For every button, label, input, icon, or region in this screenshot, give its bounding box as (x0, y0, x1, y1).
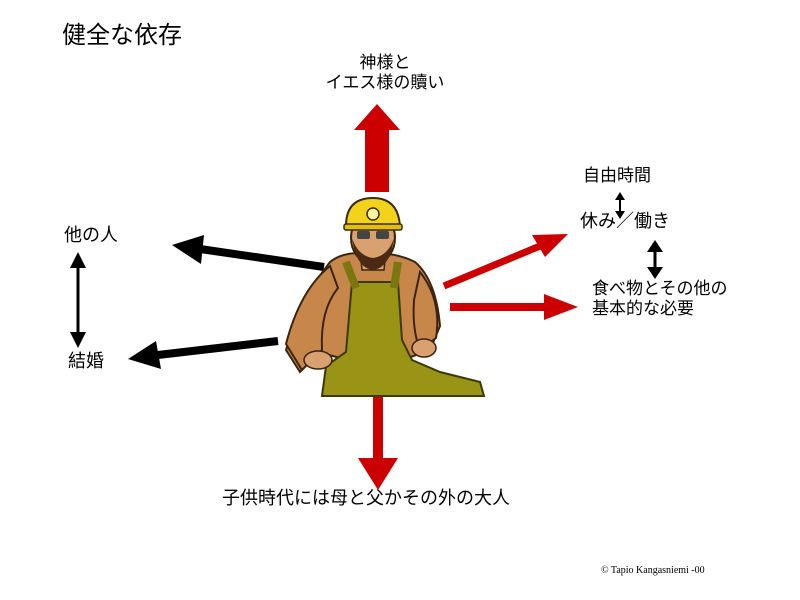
left-bottom-label: 結婚 (68, 351, 104, 372)
right-small-double-arrow-top (615, 192, 625, 200)
worker-left-arm (284, 264, 340, 372)
right-double-arrow-top (647, 240, 663, 252)
right-double-arrow-bottom (647, 267, 663, 279)
arrow-right-upper-shaft (442, 242, 542, 290)
top-label-line1: 神様と (359, 53, 411, 73)
worker-glasses-right (376, 231, 389, 239)
worker-right-arm (412, 269, 439, 352)
worker-strap-left (342, 260, 360, 290)
worker-overalls (320, 281, 486, 397)
top-label: 神様と イエス様の贖い (300, 53, 470, 93)
bottom-label: 子供時代には母と父かその外の大人 (222, 488, 510, 509)
arrow-left-lower-head (128, 341, 161, 369)
page-title: 健全な依存 (62, 21, 182, 49)
worker-left-hand (303, 350, 333, 370)
top-label-line2: イエス様の贖い (325, 72, 445, 93)
arrow-right-lower-head (544, 294, 578, 320)
copyright-credit: © Tapio Kangasniemi -00 (601, 565, 705, 576)
worker-glasses-left (357, 231, 370, 239)
right-small-double-arrow-bottom (615, 211, 625, 219)
arrow-up-red (354, 104, 400, 192)
right-top-label: 自由時間 (583, 166, 651, 186)
right-bottom-label: 食べ物とその他の 基本的な必要 (592, 279, 728, 319)
left-top-label: 他の人 (64, 225, 118, 246)
worker-helmet-lamp (366, 207, 380, 221)
worker-illustration (284, 196, 486, 397)
worker-helmet-brim (343, 223, 403, 231)
worker-right-hand (411, 338, 437, 358)
arrow-down-red (358, 396, 398, 490)
right-bottom-line2: 基本的な必要 (592, 298, 694, 319)
arrow-left-lower-shaft (157, 337, 279, 359)
arrow-left-upper-shaft (199, 245, 325, 271)
worker-beard (352, 238, 394, 270)
arrow-left-upper-head (172, 235, 204, 264)
right-bottom-line1: 食べ物とその他の (592, 279, 728, 299)
left-double-arrow-top (70, 252, 86, 268)
worker-strap-right (390, 261, 402, 289)
left-double-arrow-bottom (70, 332, 86, 348)
right-middle-label: 休み／働き (580, 211, 670, 232)
arrow-right-upper-head (532, 234, 568, 257)
